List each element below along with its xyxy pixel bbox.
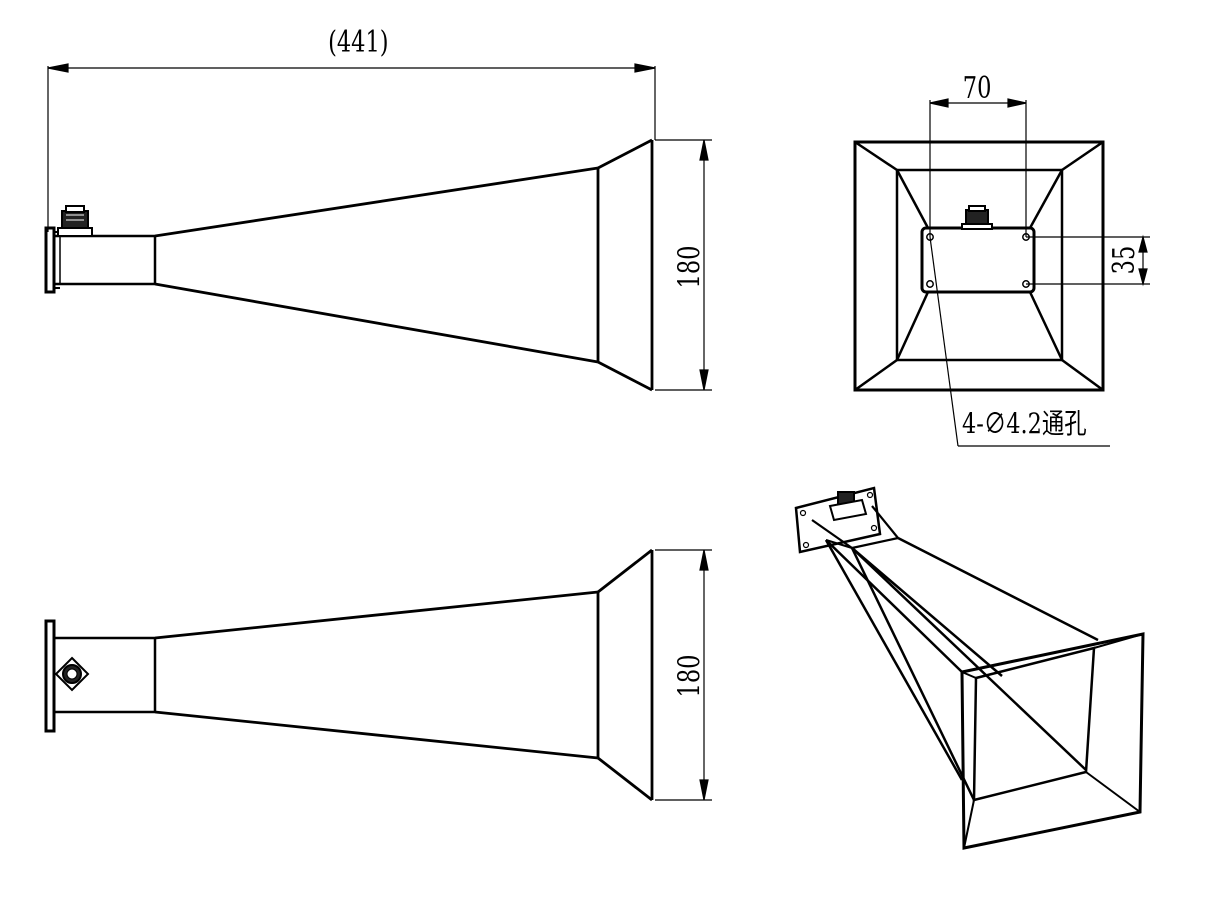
- dimension-70: [929, 98, 1027, 237]
- connector-top: [57, 205, 93, 237]
- flange-plate-front: [920, 226, 1036, 294]
- dimension-label-180-top: 180: [672, 245, 708, 289]
- hole-note-leader: [929, 236, 1110, 447]
- iso-waveguide: [811, 505, 899, 550]
- flange-bottom: [44, 619, 56, 733]
- dimension-35: [1026, 234, 1150, 287]
- flange-top: [44, 226, 60, 294]
- horn-body-top: [154, 138, 654, 392]
- dimension-label-441: (441): [328, 25, 389, 60]
- iso-connector: [828, 491, 868, 522]
- side-view-top: [44, 63, 712, 392]
- horn-body-bottom: [154, 548, 654, 802]
- iso-horn: [824, 536, 1099, 801]
- dimension-label-70: 70: [962, 71, 992, 106]
- dimension-label-180-bottom: 180: [672, 654, 708, 698]
- connector-bottom: [54, 656, 90, 692]
- dimension-label-35: 35: [1107, 245, 1143, 275]
- side-view-bottom: [44, 548, 712, 802]
- waveguide-section-top: [54, 234, 157, 286]
- aperture-outer: [853, 140, 1105, 392]
- dimension-441: [47, 63, 656, 232]
- connector-front: [961, 205, 993, 230]
- aperture-inner: [854, 140, 1104, 392]
- hole-note-label: 4-∅4.2通孔: [962, 407, 1087, 440]
- front-view: [853, 98, 1150, 447]
- iso-aperture: [960, 632, 1145, 850]
- dimension-180-bottom: [655, 549, 712, 801]
- isometric-view: [794, 486, 1145, 850]
- dimension-180-top: [655, 139, 712, 391]
- waveguide-section-bottom: [54, 636, 157, 714]
